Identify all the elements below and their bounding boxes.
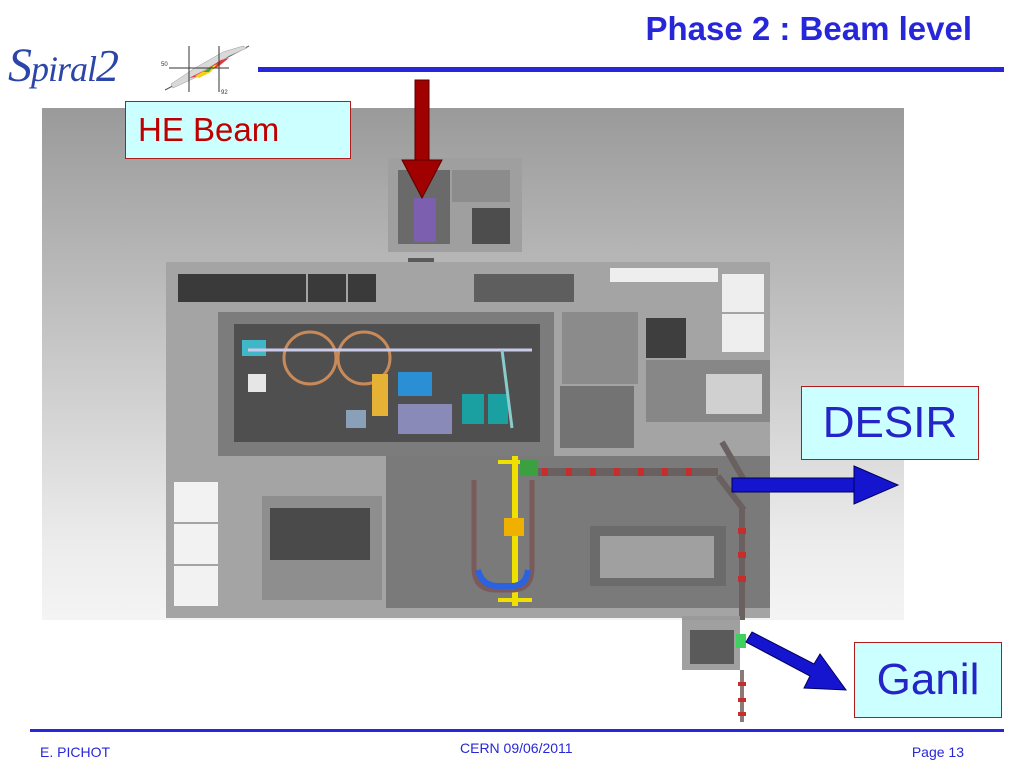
header-rule xyxy=(258,67,1004,72)
logo-axis-label: 50 xyxy=(161,62,168,68)
ganil-arrow-icon xyxy=(745,631,848,691)
footer-event: CERN 09/06/2011 xyxy=(460,740,573,756)
he-beam-callout: HE Beam xyxy=(125,101,351,159)
nuclide-chart-icon: 50 92 xyxy=(159,42,255,96)
desir-callout: DESIR xyxy=(801,386,979,460)
logo-axis-label: 92 xyxy=(221,90,228,96)
slide-title: Phase 2 : Beam level xyxy=(645,10,972,47)
logo-letter-s: S xyxy=(8,39,32,92)
logo-wordmark: Spiral2 xyxy=(8,38,119,93)
building-plan-drawing xyxy=(166,158,770,620)
spiral2-logo: Spiral2 50 92 xyxy=(8,38,258,96)
footer-page-number: Page 13 xyxy=(911,744,964,760)
logo-letters-piral: piral xyxy=(31,49,97,89)
footer-rule xyxy=(30,729,1004,732)
desir-arrow-icon xyxy=(731,465,900,505)
ganil-callout: Ganil xyxy=(854,642,1002,718)
ganil-shaft xyxy=(682,620,746,722)
he-beam-arrow-icon xyxy=(401,79,443,200)
footer-author: E. PICHOT xyxy=(40,744,111,760)
building-plan-image xyxy=(42,108,904,620)
logo-digit-2: 2 xyxy=(96,40,119,91)
